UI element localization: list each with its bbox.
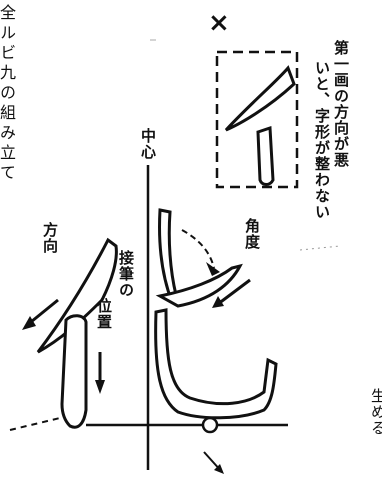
character-stroke-left-vertical <box>60 314 88 429</box>
angle-solid-arrow <box>217 278 251 306</box>
character-stroke-right-bottom <box>154 308 278 420</box>
base-guide-dash <box>9 417 61 431</box>
note-line-2: いと、字形が整わない <box>313 60 331 220</box>
contact-arrowhead <box>95 380 105 394</box>
character-stroke-left-sweep <box>36 237 118 354</box>
bottom-partial-arrowhead <box>214 464 224 474</box>
label-position: 位置 <box>95 298 113 330</box>
wrong-mark: × <box>208 8 230 38</box>
wrong-example-stroke-2 <box>256 125 275 186</box>
character-stroke-right-top <box>158 208 183 304</box>
label-contact: 接筆の <box>117 250 135 298</box>
label-angle: 角度 <box>243 218 261 250</box>
angle-dashed-arrowhead <box>206 262 220 276</box>
note-line-1: 第一画の方向が悪 <box>332 40 350 168</box>
right-margin-text: 生める <box>369 388 382 436</box>
angle-dashed-arrow <box>181 229 215 269</box>
label-center: 中心 <box>139 128 157 160</box>
faint-guide-right <box>299 245 341 251</box>
base-point-circle <box>201 416 219 434</box>
wrong-example-dashed-box <box>215 50 299 189</box>
label-direction: 方向 <box>41 222 59 254</box>
left-margin-text: 全ルビ九の組み立て <box>0 4 16 184</box>
angle-solid-arrowhead <box>212 296 224 308</box>
wrong-example-stroke-1 <box>224 65 296 132</box>
direction-arrowhead <box>22 316 36 330</box>
character-stroke-right-hook <box>155 263 243 308</box>
